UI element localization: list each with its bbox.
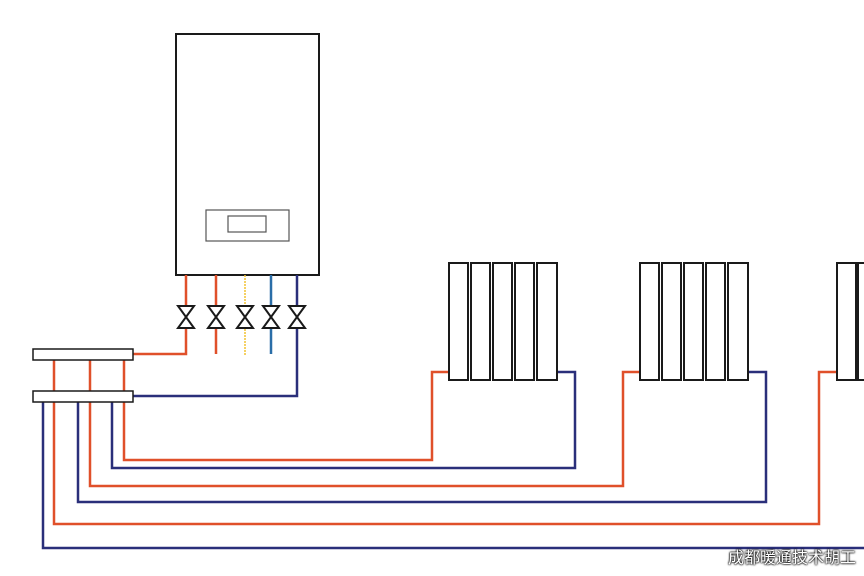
radiator-3 [836, 262, 864, 381]
loop-3-supply [52, 356, 837, 526]
radiator-fin [661, 262, 682, 381]
radiator-fin [492, 262, 513, 381]
loop-3-return [41, 402, 864, 550]
boiler-pipes [133, 275, 299, 398]
valve-icon [287, 305, 307, 329]
loop-2-return [76, 370, 768, 504]
valves [176, 305, 307, 329]
valve-icon [206, 305, 226, 329]
manifold [32, 348, 134, 403]
radiator-fin [470, 262, 491, 381]
radiator-fin [639, 262, 660, 381]
loop-1-supply [122, 356, 449, 462]
loop-pipes [41, 356, 864, 550]
return-manifold [32, 390, 134, 403]
radiator-fin [536, 262, 558, 381]
valve-icon [235, 305, 255, 329]
boiler [175, 33, 320, 276]
boiler-display [227, 215, 267, 233]
radiator-fin [727, 262, 749, 381]
watermark-text: 成都暖通技术胡工 [727, 548, 856, 567]
radiator-2 [639, 262, 749, 381]
radiator-fin [705, 262, 726, 381]
valve-icon [176, 305, 196, 329]
valve-icon [261, 305, 281, 329]
radiator-fin [836, 262, 857, 381]
radiator-fin [857, 262, 864, 381]
radiator-fin [514, 262, 535, 381]
radiator-1 [448, 262, 558, 381]
boiler-supply-pipe [133, 275, 188, 356]
radiator-fin [448, 262, 469, 381]
radiator-fin [683, 262, 704, 381]
loop-2-supply [88, 356, 640, 488]
supply-manifold [32, 348, 134, 361]
loop-1-return [110, 370, 577, 470]
